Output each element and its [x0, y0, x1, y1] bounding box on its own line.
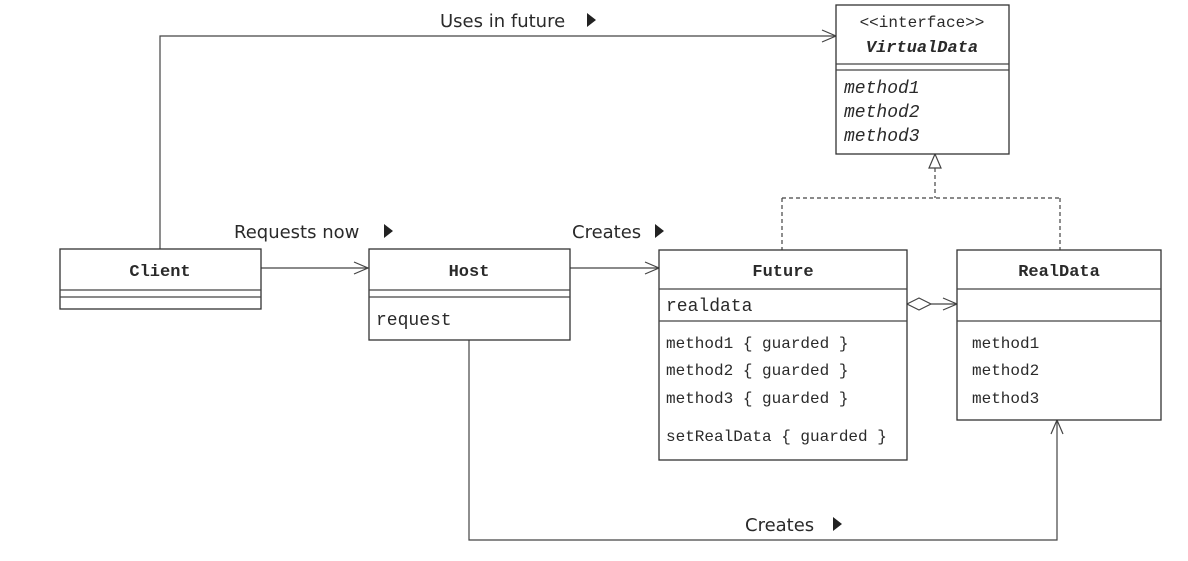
virtualdata-method: method2: [844, 103, 920, 123]
future-method: method1 { guarded }: [666, 335, 848, 353]
host-name: Host: [449, 263, 490, 282]
realization-arrowhead: [928, 152, 942, 169]
client-name: Client: [129, 263, 190, 282]
host-creates-future-association: [570, 261, 661, 275]
aggregation-realdata: [905, 297, 959, 311]
aggregation-diamond: [905, 297, 933, 311]
svg-text:Uses in future: Uses in future: [440, 11, 565, 32]
realdata-method: method2: [972, 362, 1039, 380]
class-virtualdata: <<interface>> VirtualData method1 method…: [835, 4, 1010, 155]
svg-text:Creates: Creates: [572, 222, 641, 243]
host-field: request: [376, 311, 452, 331]
svg-text:Requests now: Requests now: [234, 222, 359, 243]
uses-in-future-association: [159, 29, 838, 249]
class-host: Host request: [368, 248, 571, 341]
direction-triangle-icon: [384, 224, 393, 238]
class-future: Future realdata method1 { guarded } meth…: [658, 249, 908, 461]
virtualdata-method: method1: [844, 79, 920, 99]
future-method: setRealData { guarded }: [666, 428, 887, 446]
virtualdata-method: method3: [844, 127, 920, 147]
class-realdata: RealData method1 method2 method3: [956, 249, 1162, 421]
realdata-method: method3: [972, 390, 1039, 408]
direction-triangle-icon: [587, 13, 596, 27]
future-field: realdata: [666, 297, 753, 317]
virtualdata-stereotype: <<interface>>: [860, 14, 985, 32]
label-creates-future: Creates: [572, 222, 664, 243]
future-method: method2 { guarded }: [666, 362, 848, 380]
class-client: Client: [59, 248, 262, 310]
realdata-method: method1: [972, 335, 1039, 353]
future-method: method3 { guarded }: [666, 390, 848, 408]
future-name: Future: [752, 263, 813, 282]
direction-triangle-icon: [655, 224, 664, 238]
label-creates-realdata: Creates: [745, 515, 842, 536]
requests-now-association: [261, 261, 370, 275]
realization-lines: [781, 152, 1061, 250]
svg-text:Creates: Creates: [745, 515, 814, 536]
virtualdata-name: VirtualData: [866, 39, 978, 58]
label-requests-now: Requests now: [234, 222, 393, 243]
label-uses-in-future: Uses in future: [440, 11, 596, 32]
realdata-name: RealData: [1018, 263, 1100, 282]
direction-triangle-icon: [833, 517, 842, 531]
